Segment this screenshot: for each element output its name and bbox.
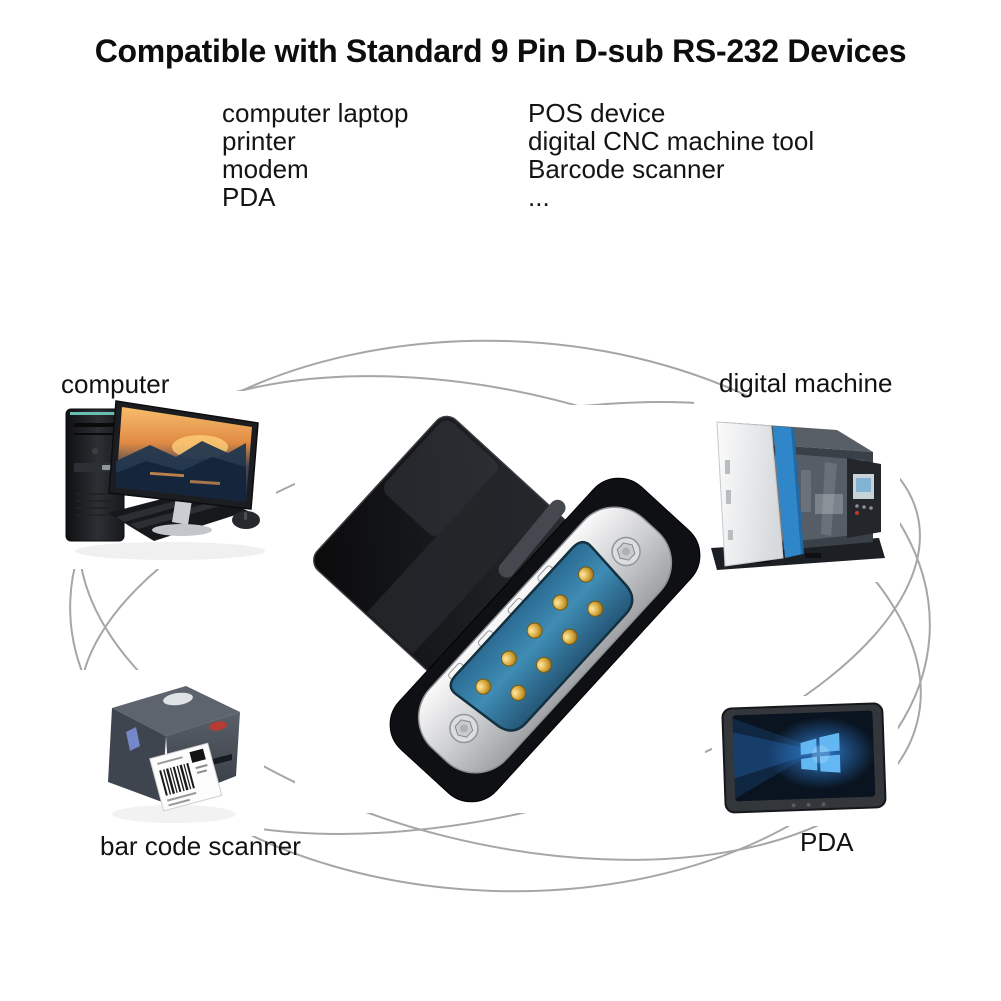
jack-screw (449, 713, 479, 744)
node-label-pda: PDA (800, 827, 854, 857)
monitor-stand (152, 524, 212, 536)
compatible-list-right: POS device digital CNC machine tool Barc… (528, 99, 814, 211)
mouse (232, 511, 260, 529)
list-item: POS device (528, 98, 666, 128)
machine-blue-stripe (773, 426, 803, 558)
machine-white-panel (716, 421, 784, 567)
computer-illustration (65, 400, 265, 560)
printer-top (112, 686, 240, 736)
jack-screw (611, 536, 641, 567)
windows-logo (800, 732, 841, 773)
list-item: printer (222, 126, 296, 156)
list-item: ... (528, 182, 550, 212)
list-item: digital CNC machine tool (528, 126, 815, 156)
tablet-pda-illustration (721, 702, 887, 814)
compatible-list-left: computer laptop printer modem PDA (222, 99, 408, 211)
db9-adapter-illustration (313, 415, 701, 803)
printed-label (149, 742, 223, 812)
node-label-digital-machine: digital machine (719, 368, 893, 398)
connector-pins (475, 566, 604, 701)
d-sub-insert (449, 540, 634, 732)
list-item: modem (222, 154, 309, 184)
printer-left-face (108, 708, 166, 802)
node-label-bar-code-scanner: bar code scanner (100, 831, 301, 861)
cnc-machine-illustration (711, 421, 885, 570)
connection-line (69, 339, 931, 893)
list-item: computer laptop (222, 98, 409, 128)
printer-display (126, 727, 140, 751)
printer-logo (209, 721, 227, 731)
list-item: PDA (222, 182, 276, 212)
barcode-printer-illustration (108, 686, 240, 823)
list-item: Barcode scanner (528, 154, 725, 184)
page-title: Compatible with Standard 9 Pin D-sub RS-… (94, 33, 907, 69)
node-label-computer: computer (61, 369, 170, 399)
